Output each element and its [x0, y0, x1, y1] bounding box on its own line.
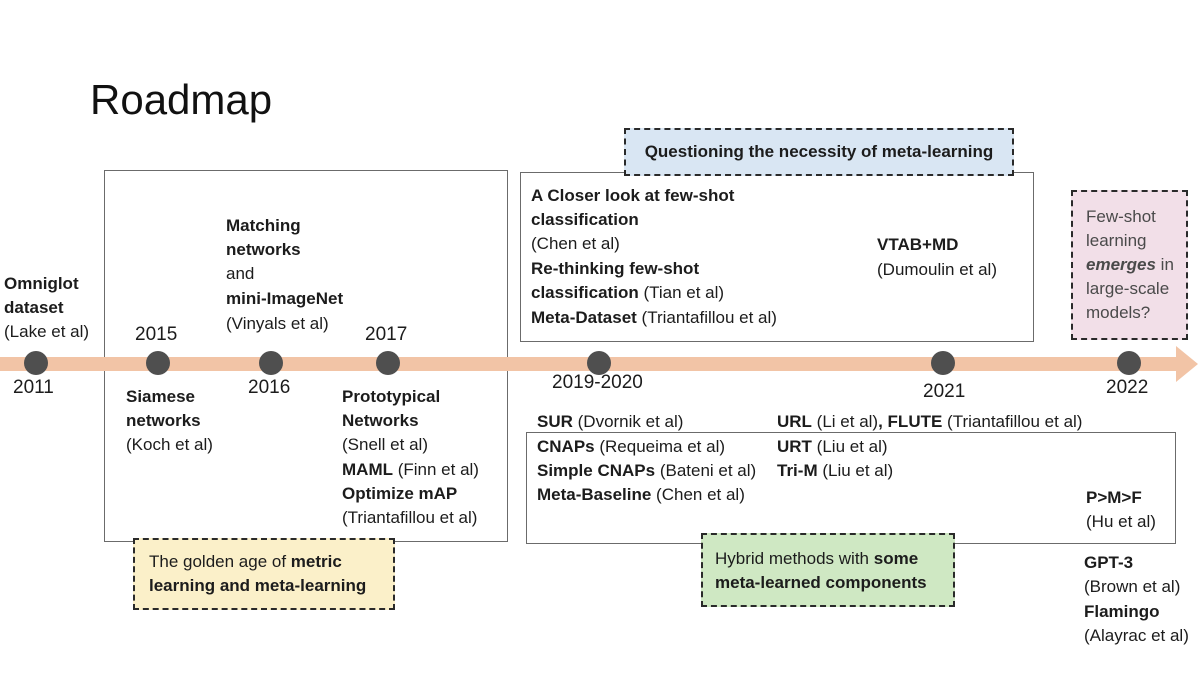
url-flute-entry: URL (Li et al), FLUTE (Triantafillou et …: [777, 410, 1082, 435]
vtab-name: VTAB+MD: [877, 235, 959, 254]
golden-age-bold1: metric: [290, 552, 342, 571]
omniglot-citation: (Lake et al): [4, 322, 90, 341]
tri-m-citation: (Liu et al): [817, 461, 894, 480]
year-label-2022: 2022: [1106, 377, 1149, 398]
siamese-title-line2: networks: [126, 411, 201, 430]
url-separator: ,: [878, 412, 888, 431]
cnaps-citation: (Requeima et al): [594, 437, 726, 456]
urt-citation: (Liu et al): [811, 437, 888, 456]
urt-entry: URT (Liu et al): [777, 435, 888, 460]
gpt3-name: GPT-3: [1084, 553, 1134, 572]
rethinking-citation: (Tian et al): [638, 283, 725, 302]
year-label-2015: 2015: [135, 324, 178, 345]
pmf-citation: (Hu et al): [1086, 512, 1156, 531]
meta-dataset-entry: Meta-Dataset (Triantafillou et al): [531, 306, 777, 331]
maml-entry: MAML (Finn et al): [342, 458, 479, 483]
questioning-box: Questioning the necessity of meta-learni…: [624, 128, 1014, 176]
golden-age-box: The golden age of metric learning and me…: [133, 538, 395, 610]
hybrid-methods-box: Hybrid methods with some meta-learned co…: [701, 533, 955, 607]
hybrid-text: Hybrid methods with: [715, 549, 874, 568]
meta-baseline-citation: (Chen et al): [651, 485, 745, 504]
year-label-2019-2020: 2019-2020: [552, 372, 643, 393]
maml-citation: (Finn et al): [392, 460, 479, 479]
mini-imagenet-title: mini-ImageNet: [226, 289, 344, 308]
timeline-node-2021: [931, 351, 955, 375]
url-name: URL: [777, 412, 812, 431]
matching-title-line2: networks: [226, 240, 301, 259]
omniglot-title-line2: dataset: [4, 298, 64, 317]
large-scale-box: Few-shot learning emerges in large-scale…: [1071, 190, 1188, 340]
vtab-citation: (Dumoulin et al): [877, 260, 997, 279]
questioning-label: Questioning the necessity of meta-learni…: [644, 142, 994, 161]
rethinking-entry: classification (Tian et al): [531, 281, 724, 306]
large-scale-emphasis: emerges: [1086, 255, 1156, 274]
large-scale-line2: learning: [1086, 231, 1147, 250]
timeline-node-2019-2020: [587, 351, 611, 375]
cnaps-entry: CNAPs (Requeima et al): [537, 435, 725, 460]
siamese-citation: (Koch et al): [126, 435, 213, 454]
golden-age-line1: The golden age of metric: [149, 550, 393, 574]
timeline-node-2017: [376, 351, 400, 375]
matching-and: and: [226, 264, 255, 283]
gpt3-citation: (Brown et al): [1084, 577, 1181, 596]
timeline-node-2015: [146, 351, 170, 375]
year-label-2016: 2016: [248, 377, 291, 398]
matching-citation: (Vinyals et al): [226, 314, 329, 333]
protonets-title-line2: Networks: [342, 411, 419, 430]
large-scale-line3: emerges in: [1086, 253, 1186, 277]
sur-name: SUR: [537, 412, 573, 431]
golden-age-text: The golden age of: [149, 552, 291, 571]
simple-cnaps-name: Simple CNAPs: [537, 461, 656, 480]
timeline-node-2022: [1117, 351, 1141, 375]
year-label-2017: 2017: [365, 324, 408, 345]
meta-baseline-entry: Meta-Baseline (Chen et al): [537, 483, 745, 508]
year-label-2021: 2021: [923, 381, 966, 402]
simple-cnaps-entry: Simple CNAPs (Bateni et al): [537, 459, 756, 484]
closer-look-title-line2: classification: [531, 210, 639, 229]
rethinking-title-line1: Re-thinking few-shot: [531, 259, 700, 278]
omniglot-title-line1: Omniglot: [4, 274, 79, 293]
simple-cnaps-citation: (Bateni et al): [655, 461, 757, 480]
closer-look-citation: (Chen et al): [531, 234, 620, 253]
meta-dataset-name: Meta-Dataset: [531, 308, 637, 327]
sur-citation: (Dvornik et al): [572, 412, 684, 431]
large-scale-line4: large-scale: [1086, 279, 1170, 298]
large-scale-line1: Few-shot: [1086, 207, 1156, 226]
timeline-node-2011: [24, 351, 48, 375]
year-label-2011: 2011: [13, 377, 54, 398]
rethinking-title-line2: classification: [531, 283, 639, 302]
optimize-map-citation: (Triantafillou et al): [342, 508, 478, 527]
hybrid-bold1: some: [873, 549, 919, 568]
protonets-title-line1: Prototypical: [342, 387, 441, 406]
sur-entry: SUR (Dvornik et al): [537, 410, 683, 435]
siamese-title-line1: Siamese: [126, 387, 195, 406]
maml-name: MAML: [342, 460, 393, 479]
meta-baseline-name: Meta-Baseline: [537, 485, 652, 504]
flamingo-citation: (Alayrac et al): [1084, 626, 1189, 645]
url-citation: (Li et al): [811, 412, 879, 431]
large-scale-line5: models?: [1086, 303, 1151, 322]
large-scale-line3-rest: in: [1155, 255, 1174, 274]
protonets-citation: (Snell et al): [342, 435, 428, 454]
matching-title-line1: Matching: [226, 216, 301, 235]
urt-name: URT: [777, 437, 812, 456]
timeline-node-2016: [259, 351, 283, 375]
hybrid-line1: Hybrid methods with some: [715, 547, 953, 571]
tri-m-entry: Tri-M (Liu et al): [777, 459, 893, 484]
cnaps-name: CNAPs: [537, 437, 595, 456]
flamingo-name: Flamingo: [1084, 602, 1160, 621]
golden-age-line2: learning and meta-learning: [149, 576, 367, 595]
pmf-name: P>M>F: [1086, 488, 1142, 507]
optimize-map-name: Optimize mAP: [342, 484, 458, 503]
page-title: Roadmap: [90, 76, 273, 123]
hybrid-line2: meta-learned components: [715, 573, 927, 592]
flute-citation: (Triantafillou et al): [942, 412, 1083, 431]
tri-m-name: Tri-M: [777, 461, 818, 480]
closer-look-title-line1: A Closer look at few-shot: [531, 186, 735, 205]
meta-dataset-citation: (Triantafillou et al): [636, 308, 777, 327]
flute-name: FLUTE: [887, 412, 943, 431]
